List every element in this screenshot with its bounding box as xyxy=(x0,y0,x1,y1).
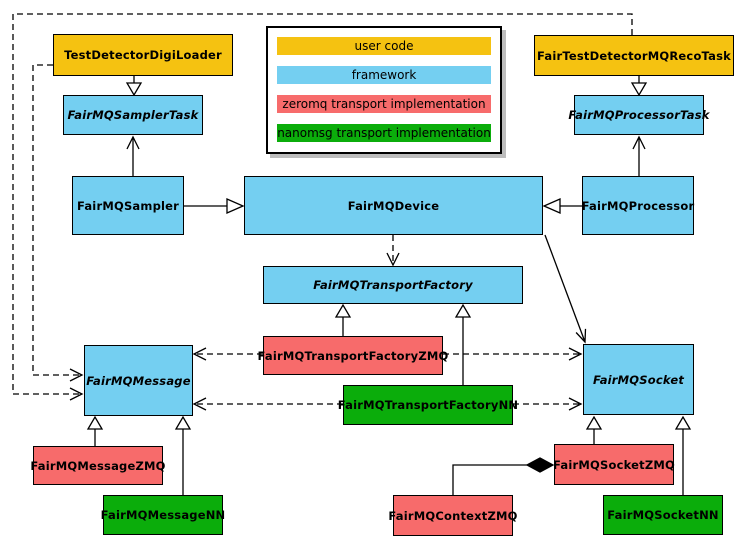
inheritance-processor-device xyxy=(542,198,582,214)
class-box-testdetectordigiloader: TestDetectorDigiLoader xyxy=(53,34,233,76)
class-label: FairMQSampler xyxy=(76,198,180,213)
class-label: FairMQProcessorTask xyxy=(568,108,710,122)
class-box-fairmqprocessor: FairMQProcessor xyxy=(582,176,694,235)
class-label: FairMQSocket xyxy=(592,372,685,387)
class-box-fairmqsocket: FairMQSocket xyxy=(583,344,694,415)
class-label: FairMQSamplerTask xyxy=(67,108,199,122)
class-label: FairTestDetectorMQRecoTask xyxy=(537,48,731,63)
inheritance-tfnn-tf xyxy=(454,303,472,385)
legend-item-zeromq: zeromq transport implementation xyxy=(277,95,491,113)
inheritance-digiloader-samplertask xyxy=(125,76,143,97)
class-box-fairmqtransportfactoryzmq: FairMQTransportFactoryZMQ xyxy=(258,336,448,375)
class-label: FairMQContextZMQ xyxy=(388,508,518,523)
dependency-tfzmq-message xyxy=(192,347,263,361)
inheritance-sockzmq-socket xyxy=(585,415,603,444)
class-label: TestDetectorDigiLoader xyxy=(64,48,222,62)
dependency-digiloader-to-message xyxy=(32,64,84,382)
class-label: FairMQProcessor xyxy=(581,198,695,213)
dependency-tfnn-socket xyxy=(513,397,583,411)
inheritance-msgnn-message xyxy=(174,415,192,495)
legend-item-nanomsg: nanomsg transport implementation xyxy=(277,124,491,142)
class-box-fairmqsamplertask: FairMQSamplerTask xyxy=(63,95,203,135)
dependency-tfzmq-socket xyxy=(443,347,583,361)
class-box-fairmqsocketzmq: FairMQSocketZMQ xyxy=(553,444,675,485)
class-box-fairtestdetectormqrecotask: FairTestDetectorMQRecoTask xyxy=(534,35,734,76)
class-box-fairmqmessagezmq: FairMQMessageZMQ xyxy=(30,446,166,485)
class-label: FairMQMessageZMQ xyxy=(30,458,166,473)
class-label: FairMQTransportFactory xyxy=(313,278,473,292)
class-box-fairmqtransportfactorynn: FairMQTransportFactoryNN xyxy=(338,385,518,425)
class-label: FairMQMessage xyxy=(86,373,191,388)
class-box-fairmqmessage: FairMQMessage xyxy=(84,345,193,416)
class-label: FairMQDevice xyxy=(347,198,440,213)
inheritance-sampler-device xyxy=(184,198,245,214)
class-label: FairMQSocketNN xyxy=(607,508,719,522)
legend: user code framework zeromq transport imp… xyxy=(266,26,502,154)
inheritance-tfzmq-tf xyxy=(334,303,352,336)
legend-item-user-code: user code xyxy=(277,37,491,55)
class-label: FairMQMessageNN xyxy=(100,508,226,522)
class-box-fairmqprocessortask: FairMQProcessorTask xyxy=(568,95,709,135)
dependency-tfnn-message xyxy=(192,397,343,411)
inheritance-recotask-processortask xyxy=(630,76,648,97)
inheritance-msgzmq-message xyxy=(86,415,104,446)
class-box-fairmqsampler: FairMQSampler xyxy=(72,176,184,235)
class-label: FairMQTransportFactoryZMQ xyxy=(257,348,449,363)
class-label: FairMQTransportFactoryNN xyxy=(337,398,519,412)
class-box-fairmqmessagenn: FairMQMessageNN xyxy=(100,495,226,535)
association-device-socket xyxy=(544,234,587,344)
class-box-fairmqsocketnn: FairMQSocketNN xyxy=(603,495,723,535)
inheritance-socknn-socket xyxy=(674,415,692,495)
legend-item-framework: framework xyxy=(277,66,491,84)
association-sampler-samplertask xyxy=(126,135,140,176)
class-label: FairMQSocketZMQ xyxy=(553,457,675,472)
class-box-fairmqtransportfactory: FairMQTransportFactory xyxy=(263,266,523,304)
class-box-fairmqdevice: FairMQDevice xyxy=(244,176,543,235)
dependency-recotask-to-message xyxy=(12,13,633,401)
dependency-device-transportfactory xyxy=(386,235,400,267)
composition-sockzmq-contextzmq xyxy=(452,457,555,495)
association-processor-processortask xyxy=(632,135,646,176)
class-box-fairmqcontextzmq: FairMQContextZMQ xyxy=(388,495,517,536)
